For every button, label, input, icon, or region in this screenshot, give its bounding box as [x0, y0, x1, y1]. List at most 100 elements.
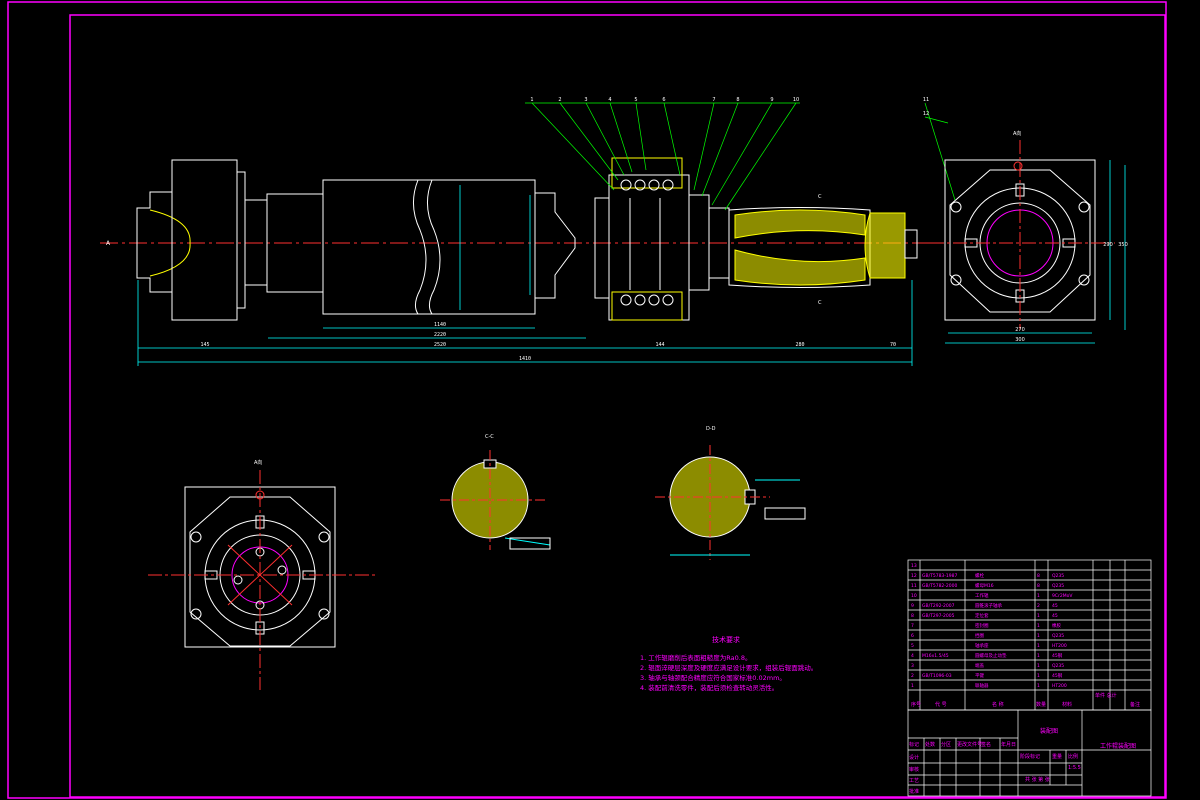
section-d-label: D-D — [706, 426, 716, 432]
title-block-text: 装配图 工作辊装配图 1:5.5 阶段标记 重量 比例 共 张 第 张 标记 处… — [909, 727, 1136, 795]
main-view — [100, 157, 935, 321]
bom-cell-no: 4 — [911, 653, 914, 659]
bom-cell-no: 8 — [911, 613, 914, 619]
sign-label-5: 签名 — [981, 741, 991, 748]
dim-upper-length: 1140 — [434, 322, 446, 328]
bom-header-remark: 备注 — [1130, 701, 1140, 708]
bom-cell-material: Q235 — [1052, 663, 1064, 669]
bom-cell-no: 13 — [911, 563, 917, 569]
balloon-9: 9 — [770, 97, 773, 103]
bom-cell-qty: 1 — [1037, 653, 1040, 659]
section-mark-c-bottom: C — [818, 300, 822, 306]
bom-header-material: 材料 — [1062, 701, 1072, 708]
title-assembly: 装配图 — [1040, 727, 1058, 735]
title-drawing-name: 工作辊装配图 — [1100, 742, 1136, 750]
bom-cell-material: 45钢 — [1052, 672, 1063, 679]
bom-cell-qty: 1 — [1037, 593, 1040, 599]
bom-cell-name: 轴承座 — [975, 642, 989, 649]
bom-cell-name: 螺栓 — [975, 572, 984, 579]
bom-cell-material: Q235 — [1052, 583, 1064, 589]
bom-cell-material: Q235 — [1052, 573, 1064, 579]
bom-header-weight: 单件 总计 — [1095, 692, 1117, 699]
dim-seg-left: 145 — [200, 342, 209, 348]
technical-notes: 技术要求 1. 工作辊磨削后表面粗糙度为Ra0.8。 2. 辊面淬硬层深度及硬度… — [640, 635, 817, 692]
balloon-1: 1 — [530, 97, 533, 103]
bom-header-no: 序号 — [911, 701, 921, 708]
bom-cell-name: 挡圈 — [975, 632, 984, 639]
note-4: 4. 装配前清洗零件，装配后须检查转动灵活性。 — [640, 683, 778, 692]
flange-dims — [945, 160, 1126, 344]
role-design: 设计 — [909, 754, 919, 761]
bom-cell-material: HT200 — [1052, 643, 1067, 649]
balloon-7: 7 — [712, 97, 715, 103]
balloon-3: 3 — [584, 97, 587, 103]
bom-cell-material: 45 — [1052, 603, 1058, 609]
flange-dim-height: 290 — [1103, 242, 1113, 248]
dim-mid-length: 2220 — [434, 332, 446, 338]
bom-cell-code: GB/T292-2007 — [922, 603, 955, 609]
bom-header-qty: 数量 — [1036, 701, 1046, 708]
bom-cell-qty: 1 — [1037, 633, 1040, 639]
bom-cell-code: GB/T5783-1987 — [922, 573, 958, 579]
balloon-12: 12 — [923, 111, 929, 117]
balloon-11: 11 — [923, 97, 929, 103]
flange-dim-width-outer: 300 — [1015, 337, 1025, 343]
bom-cell-code: GB/T297-2005 — [922, 613, 955, 619]
bom-cell-name: 圆锥滚子轴承 — [975, 602, 1002, 609]
bom-cell-no: 7 — [911, 623, 914, 629]
title-stage: 阶段标记 — [1020, 753, 1040, 760]
bom-cell-qty: 2 — [1037, 603, 1040, 609]
bom-cell-no: 6 — [911, 633, 914, 639]
section-c — [440, 450, 551, 550]
note-2: 2. 辊面淬硬层深度及硬度应满足设计要求，组装后辊面跳动。 — [640, 663, 817, 672]
bom-cell-qty: 1 — [1037, 623, 1040, 629]
bom-cell-material: 45钢 — [1052, 652, 1063, 659]
dim-seg-right-a: 144 — [655, 342, 664, 348]
bom-cell-no: 1 — [911, 683, 914, 689]
flange-view-top — [930, 140, 1115, 330]
bom-cell-name: 螺母M16 — [975, 582, 994, 589]
notes-title: 技术要求 — [712, 635, 740, 644]
flange-view-bottom — [148, 470, 378, 690]
flange-dim-height-outer: 350 — [1118, 242, 1128, 248]
bom-cell-name: 平键 — [975, 672, 984, 679]
bom-cell-material: 橡胶 — [1052, 622, 1061, 629]
inner-border — [69, 14, 1166, 798]
bom-cell-no: 2 — [911, 673, 914, 679]
bom-cell-qty: 8 — [1037, 573, 1040, 579]
balloon-numbers: 1 2 3 4 5 6 7 8 9 10 11 12 — [530, 97, 929, 117]
bom-cell-name: 端盖 — [975, 662, 984, 669]
section-c-label: C-C — [485, 434, 494, 440]
bom-cell-code: GB/T5782-2000 — [922, 583, 958, 589]
balloon-10: 10 — [793, 97, 799, 103]
bom-cell-qty: 1 — [1037, 673, 1040, 679]
role-process: 工艺 — [909, 778, 919, 784]
title-sheet: 共 张 第 张 — [1025, 776, 1050, 783]
bom-header-name: 名 称 — [992, 701, 1004, 708]
bom-cell-no: 9 — [911, 603, 914, 609]
balloon-8: 8 — [736, 97, 739, 103]
bom-cell-no: 3 — [911, 663, 914, 669]
bom-cell-no: 10 — [911, 593, 917, 599]
bom-cell-no: 11 — [911, 583, 917, 589]
sign-label-2: 处数 — [925, 741, 935, 748]
note-1: 1. 工作辊磨削后表面粗糙度为Ra0.8。 — [640, 653, 751, 662]
flange-dim-width: 270 — [1015, 327, 1025, 333]
bom-cell-name: 工作辊 — [975, 592, 989, 599]
note-3: 3. 轴承与轴颈配合精度应符合国家标准0.02mm。 — [640, 673, 786, 682]
role-approve: 批准 — [909, 788, 919, 795]
bom-cell-qty: 1 — [1037, 663, 1040, 669]
sign-label-1: 标记 — [909, 741, 919, 748]
bottom-flange-label: A向 — [254, 459, 262, 466]
sign-label-4: 更改文件号 — [957, 741, 982, 748]
bom-cell-name: 联轴器 — [975, 682, 989, 689]
dim-seg-right-b: 280 — [795, 342, 804, 348]
bom-cell-name: 圆螺母及止动垫 — [975, 652, 1007, 659]
bom-cell-name: 密封圈 — [975, 622, 989, 629]
balloon-6: 6 — [662, 97, 665, 103]
bom-cell-name: 定位套 — [975, 612, 989, 619]
balloon-leaders — [525, 102, 956, 211]
bom-cell-no: 5 — [911, 643, 914, 649]
dim-seg-mid: 2520 — [434, 342, 446, 348]
section-d — [655, 445, 806, 560]
